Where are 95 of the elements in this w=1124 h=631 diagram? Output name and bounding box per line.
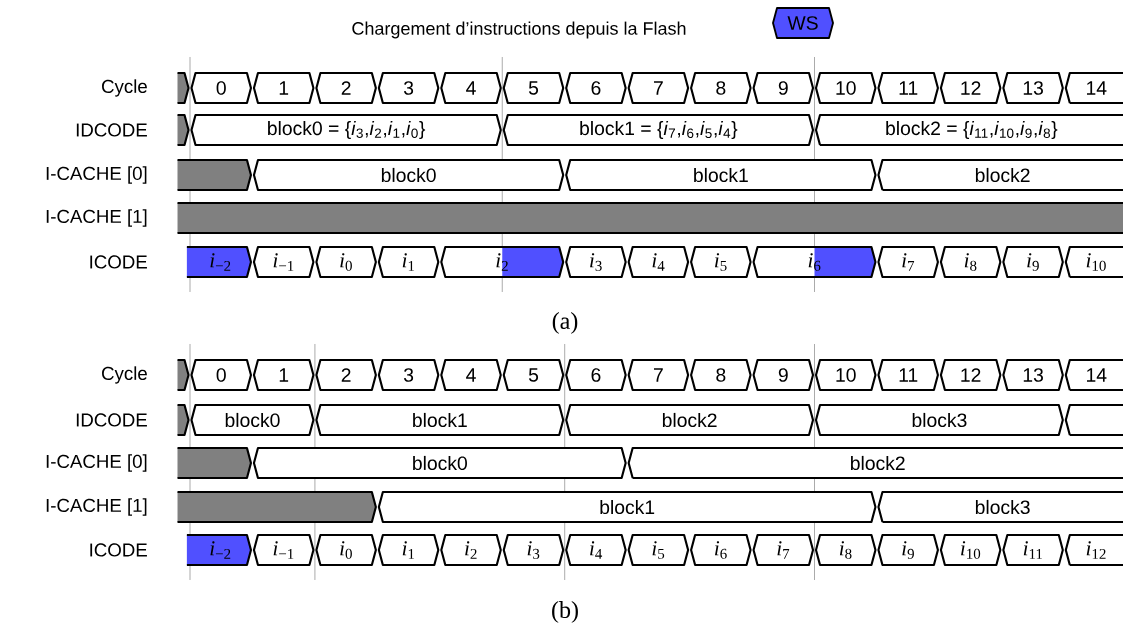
cycle-cell: 10 bbox=[814, 358, 877, 392]
row-label: ICODE bbox=[90, 255, 147, 269]
cycle-cell: 14 bbox=[1064, 358, 1124, 392]
cycle-cell: 13 bbox=[1002, 358, 1064, 392]
signal-segment: block1 bbox=[377, 490, 877, 524]
cycle-cell: 1 bbox=[252, 71, 315, 105]
signal-segment: block0 bbox=[190, 403, 315, 437]
cycle-cell: 2 bbox=[315, 358, 377, 392]
signal-segment: i$_{8}$ bbox=[814, 533, 877, 567]
cycle-cell: 6 bbox=[565, 358, 627, 392]
row-label: Cycle bbox=[102, 79, 147, 97]
signal-segment: i$_{7}$ bbox=[752, 533, 815, 567]
cycle-cell: 8 bbox=[690, 71, 752, 105]
row-label: IDCODE bbox=[76, 413, 147, 427]
signal-segment: block3 bbox=[814, 403, 1064, 437]
signal-segment: block3 bbox=[877, 490, 1124, 524]
signal-segment: i$_{4}$ bbox=[565, 533, 627, 567]
shaded-segment bbox=[177, 490, 377, 524]
signal-segment: i$_{2}$ bbox=[440, 533, 502, 567]
signal-segment: block0 bbox=[252, 158, 565, 192]
cycle-cell: 4 bbox=[440, 358, 502, 392]
signal-segment: block1 bbox=[315, 403, 565, 437]
signal-segment: i$_{5}$ bbox=[690, 245, 752, 279]
signal-segment: block1 bbox=[565, 158, 877, 192]
cycle-cell: 7 bbox=[627, 358, 690, 392]
signal-segment: i$_{11}$ bbox=[1002, 533, 1064, 567]
signal-segment: i$_{6}$ bbox=[690, 533, 752, 567]
shaded-segment bbox=[177, 358, 190, 392]
shaded-segment bbox=[176, 201, 1124, 235]
title: Chargement d’instructions depuis la Flash bbox=[352, 21, 686, 39]
signal-segment: block0 = {i$_{3}$,i$_{2}$,i$_{1}$,i$_{0}$} bbox=[190, 113, 502, 147]
cycle-cell: 11 bbox=[877, 358, 939, 392]
signal-segment: i$_{1}$ bbox=[377, 245, 440, 279]
cycle-cell: 11 bbox=[877, 71, 939, 105]
cycle-cell: 0 bbox=[190, 358, 253, 392]
cycle-cell: 5 bbox=[502, 71, 565, 105]
signal-segment: block2 bbox=[565, 403, 815, 437]
signal-segment: i$_{12}$ bbox=[1064, 533, 1124, 567]
row-label: I-CACHE [0] bbox=[46, 454, 147, 472]
row-label: I-CACHE [1] bbox=[46, 209, 147, 227]
signal-segment: i$_{5}$ bbox=[627, 533, 690, 567]
row-label: IDCODE bbox=[76, 123, 147, 137]
row-label: I-CACHE [0] bbox=[46, 166, 147, 184]
cycle-cell: 8 bbox=[690, 358, 752, 392]
legend-label: WS bbox=[787, 16, 818, 30]
shaded-segment bbox=[177, 113, 190, 147]
row-label: I-CACHE [1] bbox=[46, 498, 147, 516]
shaded-segment bbox=[1064, 403, 1124, 437]
cycle-cell: 7 bbox=[627, 71, 690, 105]
signal-segment: i$_{3}$ bbox=[502, 533, 565, 567]
cycle-cell: 5 bbox=[502, 358, 565, 392]
cycle-cell: 12 bbox=[939, 358, 1002, 392]
signal-segment: i$_{7}$ bbox=[877, 245, 939, 279]
signal-segment: i$_{9}$ bbox=[877, 533, 939, 567]
signal-segment: i$_{10}$ bbox=[1064, 245, 1124, 279]
cycle-cell: 14 bbox=[1064, 71, 1124, 105]
signal-segment: i$_{−1}$ bbox=[252, 533, 315, 567]
signal-segment: block1 = {i$_{7}$,i$_{6}$,i$_{5}$,i$_{4}$} bbox=[502, 113, 815, 147]
signal-segment: block0 bbox=[252, 446, 627, 480]
signal-segment: i$_{6}$ bbox=[752, 245, 877, 279]
signal-segment: i$_{−2}$ bbox=[186, 533, 253, 567]
cycle-cell: 1 bbox=[252, 358, 315, 392]
panel-caption: (b) bbox=[552, 601, 578, 623]
cycle-cell: 10 bbox=[814, 71, 877, 105]
shaded-segment bbox=[177, 158, 253, 192]
shaded-segment bbox=[177, 403, 190, 437]
shaded-segment bbox=[177, 446, 253, 480]
row-label: ICODE bbox=[90, 543, 147, 557]
signal-segment: i$_{4}$ bbox=[627, 245, 690, 279]
signal-segment: i$_{−1}$ bbox=[252, 245, 315, 279]
signal-segment: i$_{0}$ bbox=[315, 533, 377, 567]
signal-segment: block2 bbox=[627, 446, 1124, 480]
cycle-cell: 12 bbox=[939, 71, 1002, 105]
signal-segment: i$_{1}$ bbox=[377, 533, 440, 567]
cycle-cell: 4 bbox=[440, 71, 502, 105]
signal-segment: i$_{9}$ bbox=[1002, 245, 1064, 279]
signal-segment: i$_{2}$ bbox=[440, 245, 565, 279]
signal-segment: i$_{8}$ bbox=[939, 245, 1002, 279]
cycle-cell: 9 bbox=[752, 71, 815, 105]
signal-segment: block2 = {i$_{11}$,i$_{10}$,i$_{9}$,i$_{8}$} bbox=[814, 113, 1124, 147]
cycle-cell: 13 bbox=[1002, 71, 1064, 105]
cycle-cell: 0 bbox=[190, 71, 253, 105]
cycle-cell: 6 bbox=[565, 71, 627, 105]
shaded-segment bbox=[177, 71, 190, 105]
signal-segment: block2 bbox=[877, 158, 1124, 192]
signal-segment: i$_{3}$ bbox=[565, 245, 627, 279]
cycle-cell: 9 bbox=[752, 358, 815, 392]
signal-segment: i$_{10}$ bbox=[939, 533, 1002, 567]
panel-caption: (a) bbox=[552, 312, 578, 334]
cycle-cell: 3 bbox=[377, 358, 440, 392]
row-label: Cycle bbox=[102, 366, 147, 384]
cycle-cell: 2 bbox=[315, 71, 377, 105]
cycle-cell: 3 bbox=[377, 71, 440, 105]
signal-segment: i$_{−2}$ bbox=[186, 245, 253, 279]
signal-segment: i$_{0}$ bbox=[315, 245, 377, 279]
